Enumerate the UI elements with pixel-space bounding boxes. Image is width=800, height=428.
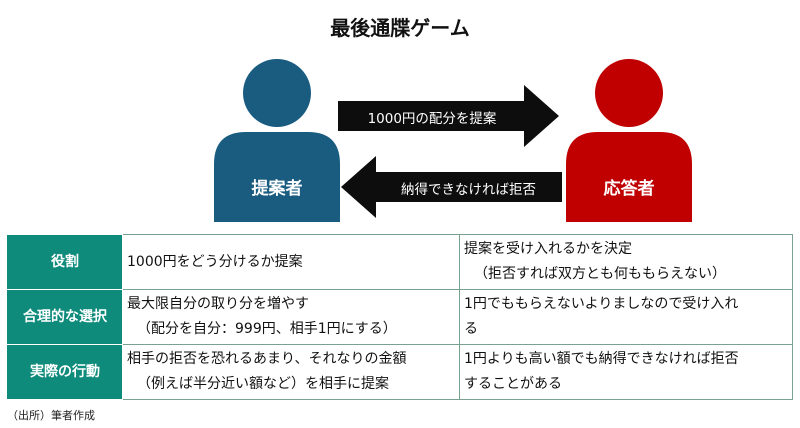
table-row: 役割 1000円をどう分けるか提案 提案を受け入れるかを決定 （拒否すれば双方と… — [7, 234, 793, 290]
proposer-role-cell: 1000円をどう分けるか提案 — [122, 234, 460, 290]
table-row: 合理的な選択 最大限自分の取り分を増やす （配分を自分：999円、相手1円にする… — [7, 289, 793, 345]
responder-actual-cell: 1円よりも高い額でも納得できなければ拒否 することがある — [459, 344, 793, 400]
responder-figure: 応答者 — [566, 56, 692, 222]
cell-line: （配分を自分：999円、相手1円にする） — [137, 321, 397, 337]
person-icon — [566, 59, 692, 222]
arrow-right-icon — [338, 85, 559, 147]
row-header-actual: 実際の行動 — [7, 344, 123, 400]
proposer-actual-cell: 相手の拒否を恐れるあまり、それなりの金額 （例えば半分近い額など）を相手に提案 — [122, 344, 460, 400]
cell-line: 相手の拒否を恐れるあまり、それなりの金額 — [127, 351, 407, 367]
row-header-role: 役割 — [7, 234, 123, 290]
cell-line: 最大限自分の取り分を増やす — [127, 296, 309, 312]
reject-arrow-label: 納得できなければ拒否 — [401, 182, 536, 198]
cell-line: 1000円をどう分けるか提案 — [127, 253, 303, 270]
responder-role-cell: 提案を受け入れるかを決定 （拒否すれば双方とも何ももらえない） — [459, 234, 793, 290]
comparison-table: 役割 1000円をどう分けるか提案 提案を受け入れるかを決定 （拒否すれば双方と… — [7, 234, 793, 400]
table-row: 実際の行動 相手の拒否を恐れるあまり、それなりの金額 （例えば半分近い額など）を… — [7, 344, 793, 400]
person-icon — [214, 59, 340, 222]
diagram-title: 最後通牒ゲーム — [330, 16, 470, 40]
source-note: （出所）筆者作成 — [7, 409, 95, 422]
cell-line: る — [464, 321, 478, 337]
reject-arrow: 納得できなければ拒否 — [341, 156, 562, 218]
cell-line: 提案を受け入れるかを決定 — [464, 241, 632, 257]
responder-rational-cell: 1円でももらえないよりましなので受け入れ る — [459, 289, 793, 345]
cell-line: することがある — [464, 376, 562, 392]
cell-line: 1円でももらえないよりましなので受け入れ — [464, 296, 739, 312]
proposer-label: 提案者 — [251, 179, 303, 199]
cell-line: 1円よりも高い額でも納得できなければ拒否 — [464, 351, 739, 367]
cell-line: （拒否すれば双方とも何ももらえない） — [474, 266, 726, 282]
row-header-rational: 合理的な選択 — [7, 289, 123, 345]
cell-line: （例えば半分近い額など）を相手に提案 — [137, 376, 389, 392]
proposer-figure: 提案者 — [214, 56, 340, 222]
arrow-left-icon — [341, 156, 562, 218]
offer-arrow-label: 1000円の配分を提案 — [367, 111, 497, 127]
proposer-rational-cell: 最大限自分の取り分を増やす （配分を自分：999円、相手1円にする） — [122, 289, 460, 345]
responder-label: 応答者 — [603, 179, 655, 199]
offer-arrow: 1000円の配分を提案 — [338, 85, 559, 147]
